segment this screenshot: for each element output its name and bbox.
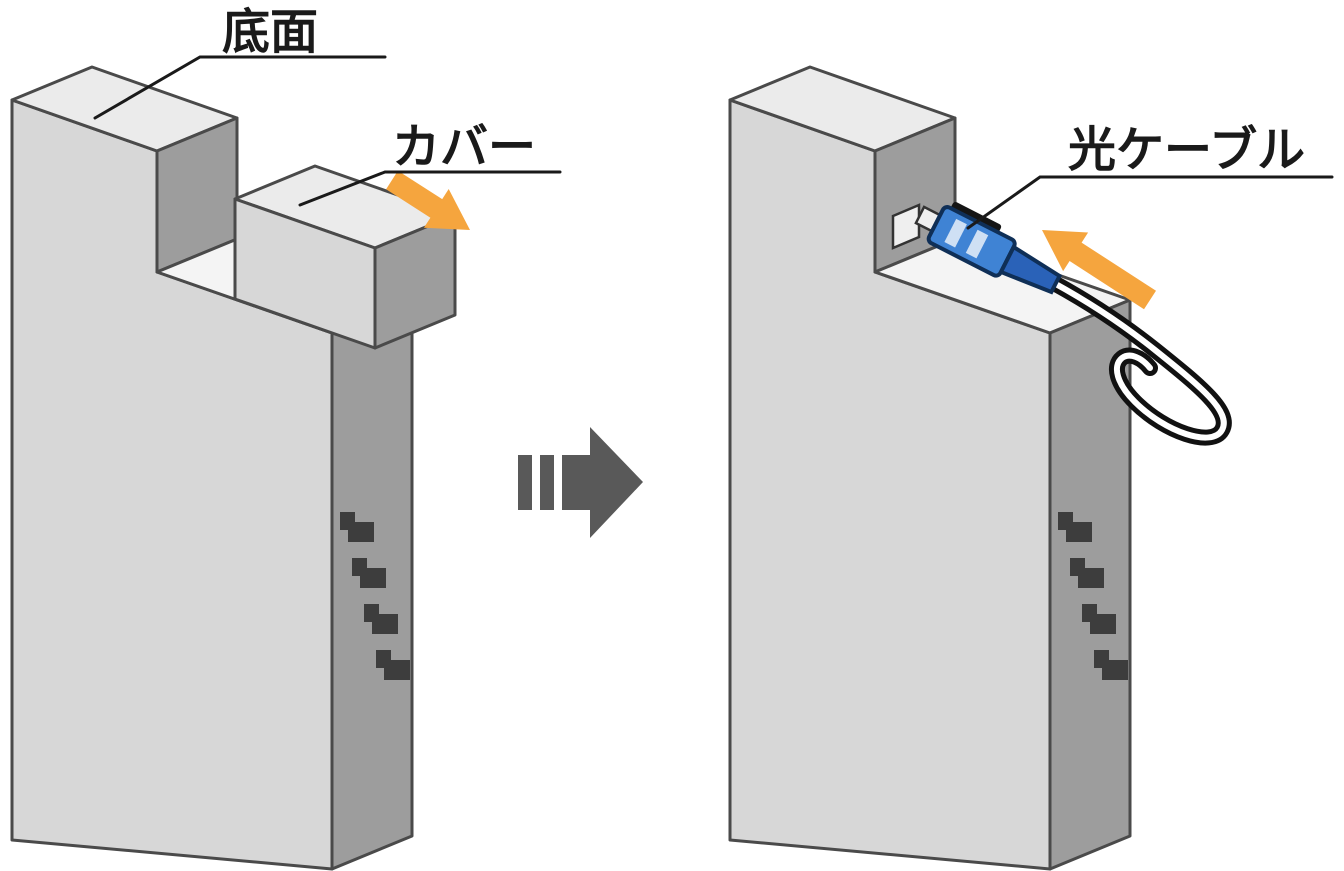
connector-boot (998, 244, 1063, 295)
next-step-arrow-head (562, 427, 643, 538)
next-step-arrow-bar-2 (540, 455, 554, 510)
right-device-port-1 (1058, 512, 1092, 542)
optical-cable-label: 光ケーブル (1068, 122, 1305, 178)
cable-insert-arrow-icon (1042, 230, 1156, 310)
panel-remove-cover: 底面 カバー (10, 4, 562, 871)
next-step-arrow-icon (518, 427, 643, 538)
left-device-port-4 (376, 650, 410, 680)
bottom-face-label: 底面 (222, 4, 318, 60)
optical-cable-core (1051, 280, 1227, 441)
connector-tab-2 (965, 229, 989, 259)
cover-label: カバー (392, 119, 536, 175)
sc-connector (914, 201, 1063, 295)
panel-connect-cable: 光ケーブル (728, 65, 1334, 871)
optical-port-adapter (891, 203, 921, 250)
right-device-port-4 (1094, 650, 1128, 680)
left-device-port-3 (364, 604, 398, 634)
right-device-port-3 (1082, 604, 1116, 634)
optical-cable-leader-line (966, 175, 1334, 230)
left-device-port-1 (340, 512, 374, 542)
connector-tab-1 (944, 218, 967, 248)
next-step-arrow-bar-1 (518, 455, 532, 510)
cover-leader-line (298, 170, 562, 207)
bottom-face-leader-line (93, 55, 387, 120)
right-device-port-2 (1070, 558, 1104, 588)
cover-slide-arrow-icon (386, 170, 470, 230)
left-device-port-2 (352, 558, 386, 588)
